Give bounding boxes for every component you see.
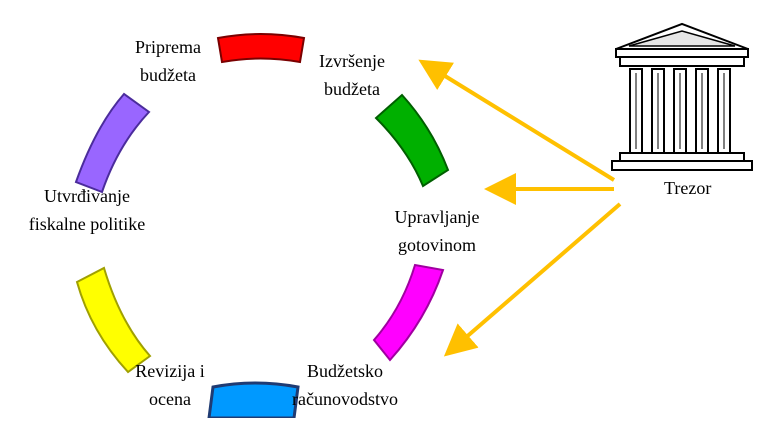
segment-racunovodstvo — [207, 381, 300, 420]
segment-izvrsenje — [374, 93, 450, 188]
label-racunovodstvo: Budžetsko računovodstvo — [292, 361, 398, 409]
arrow-to-racunovodstvo — [443, 202, 622, 357]
label-fiskalna: Utvrđivanje fiskalne politike — [28, 186, 146, 234]
arrow-to-izvrsenje — [418, 59, 616, 182]
label-priprema: Priprema budžeta — [135, 37, 201, 85]
label-upravljanje: Upravljanje gotovinom — [394, 207, 480, 255]
bank-building-icon — [611, 22, 753, 171]
treasury-label: Trezor — [664, 178, 712, 198]
segment-upravljanje — [372, 263, 445, 362]
segment-fiskalna — [74, 92, 151, 194]
label-izvrsenje: Izvršenje budžeta — [319, 51, 385, 99]
label-revizija: Revizija i ocena — [135, 361, 205, 409]
segment-revizija — [75, 266, 152, 374]
segment-priprema — [216, 33, 306, 64]
